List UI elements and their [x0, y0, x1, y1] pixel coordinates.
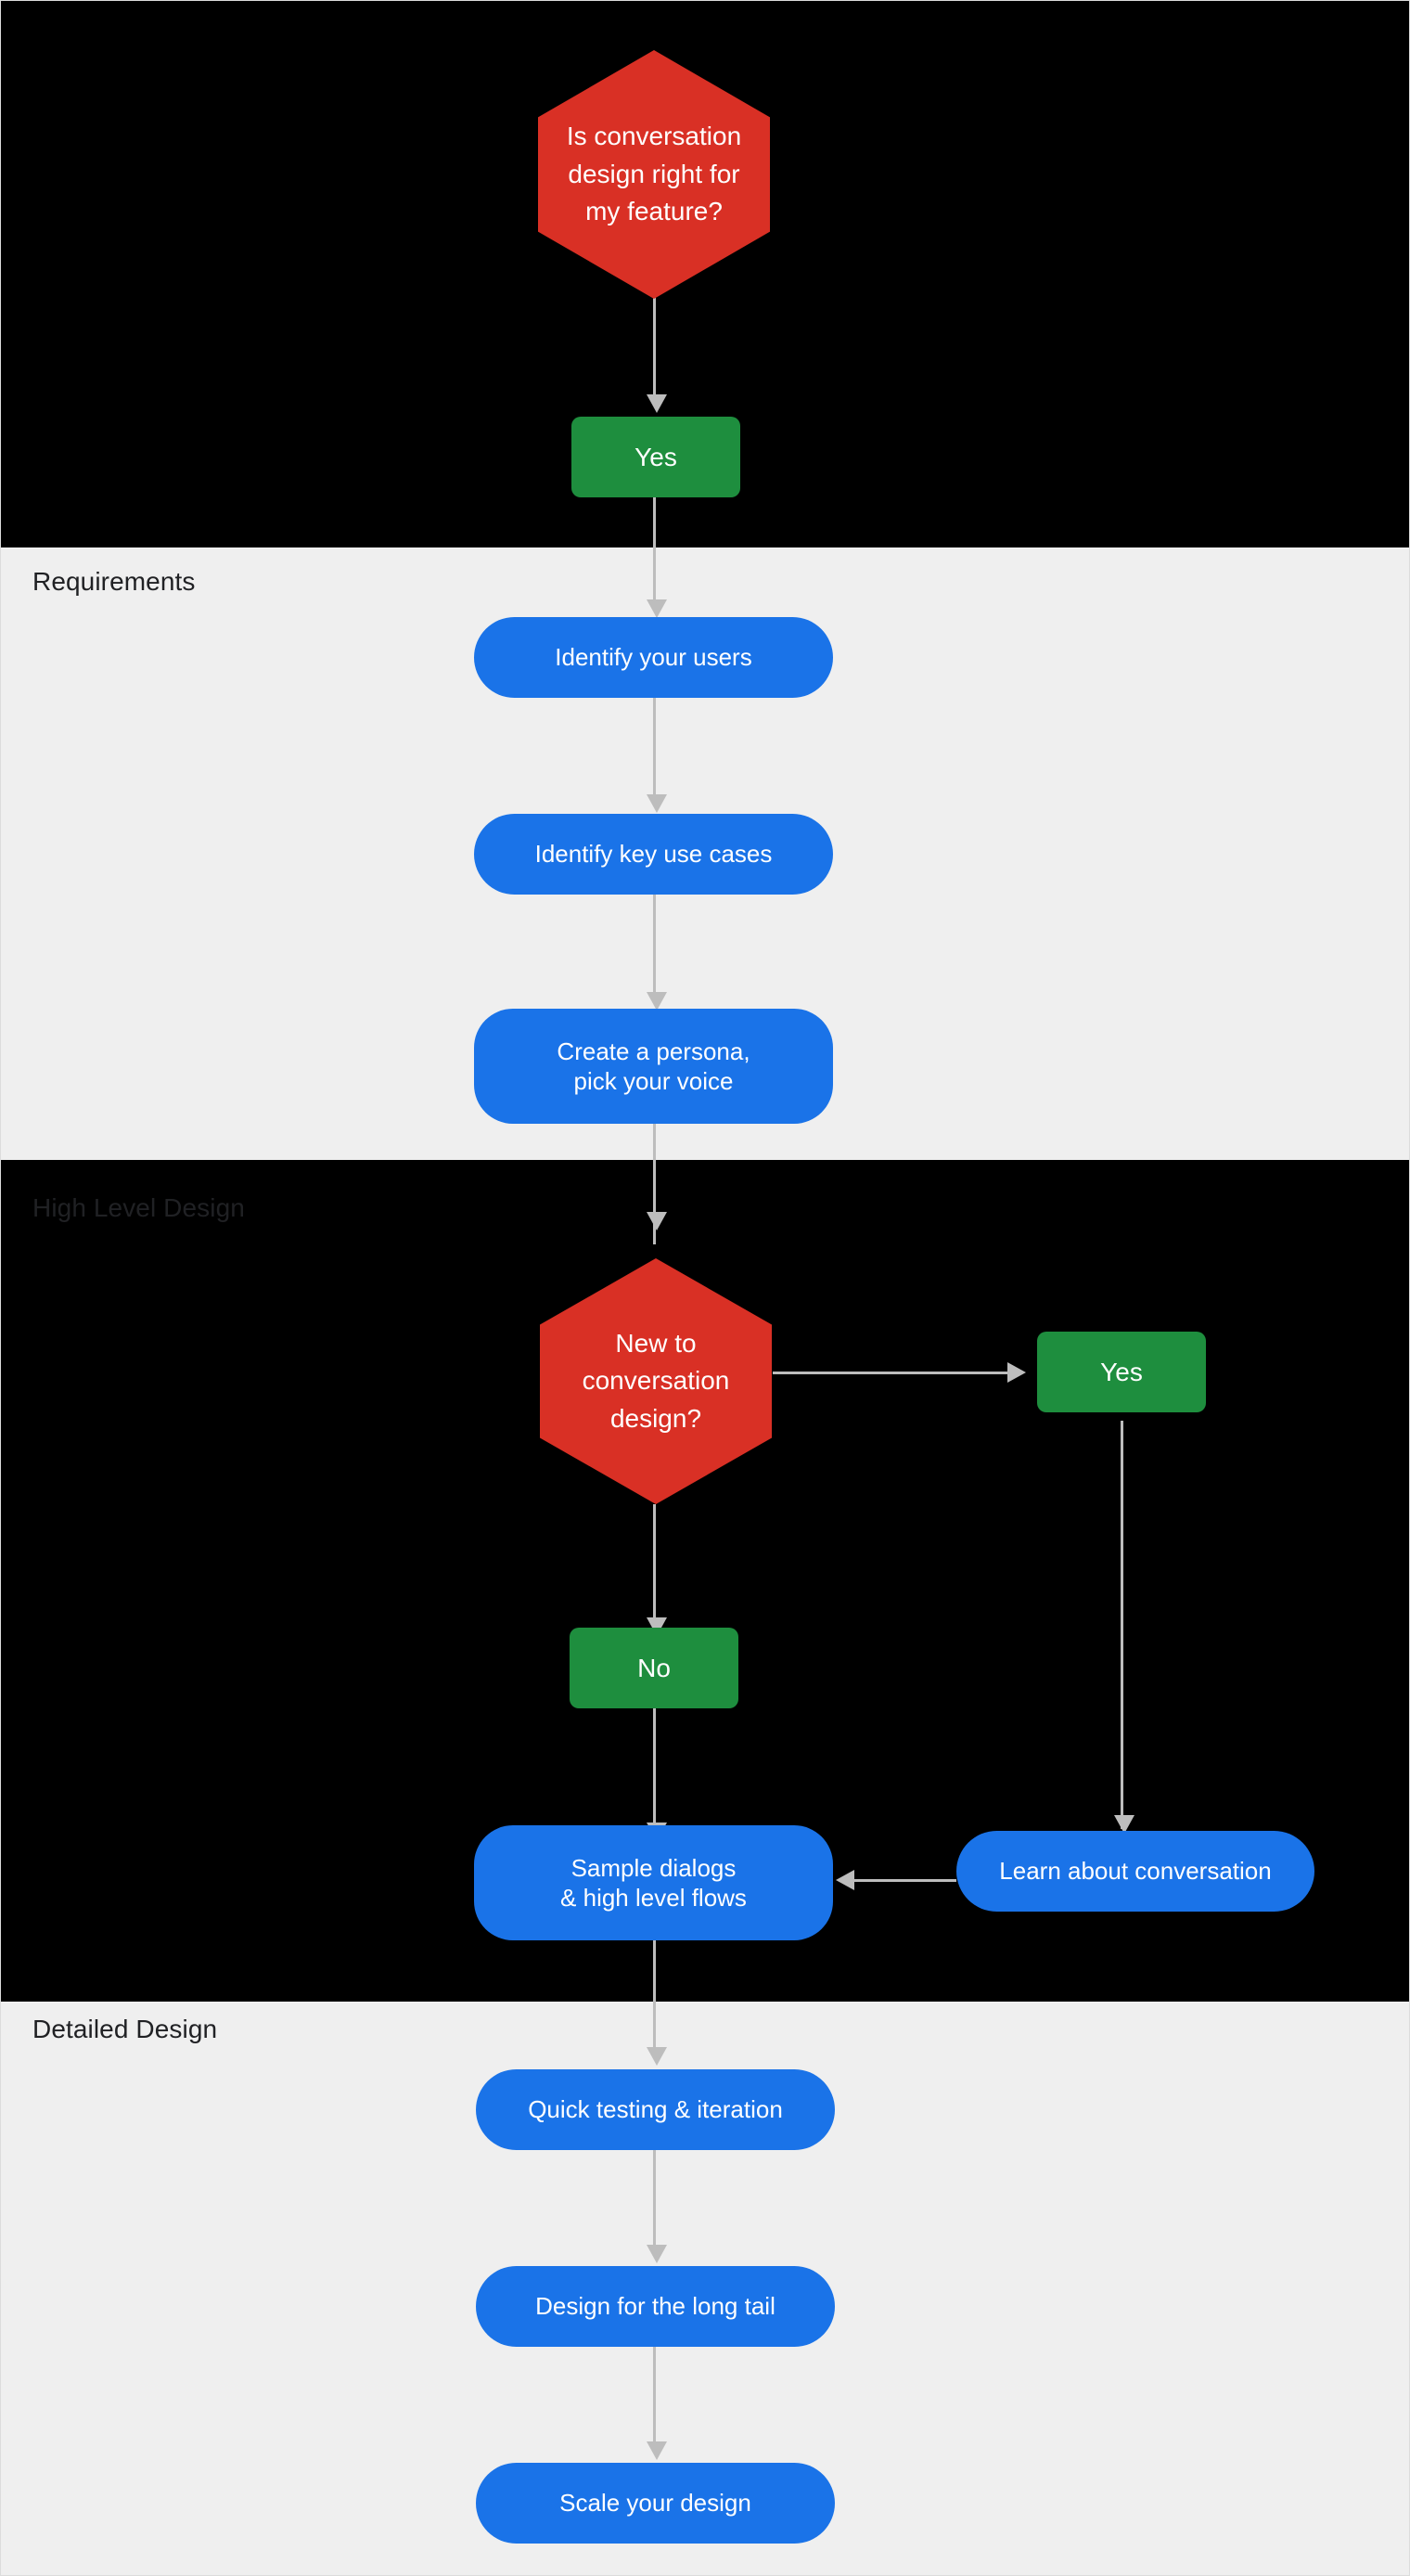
section-label-requirements: Requirements	[32, 567, 196, 596]
step-line-1: Create a persona,	[557, 1037, 750, 1065]
step-node-learn-about-conversation[interactable]: Learn about conversation	[956, 1831, 1314, 1912]
answer-node-yes-right-label: Yes	[1100, 1358, 1143, 1386]
connector-long-tail-to-scale-design	[653, 2347, 656, 2449]
arrowhead-persona-to-new	[647, 1212, 667, 1230]
decision-node-text: Is conversation design right for my feat…	[543, 118, 765, 231]
section-label-high-level-design: High Level Design	[32, 1193, 245, 1222]
answer-node-no-label: No	[637, 1654, 671, 1682]
connector-learn-to-sample-dialogs	[854, 1879, 956, 1882]
connector-users-to-use-cases	[653, 698, 656, 800]
arrowhead-users-to-use-cases	[647, 794, 667, 813]
sample-dialogs-line-2: & high level flows	[560, 1884, 747, 1912]
decision-new-line-1: New to	[615, 1328, 697, 1358]
answer-node-yes-top-label: Yes	[634, 443, 677, 471]
step-node-design-for-the-long-tail[interactable]: Design for the long tail	[476, 2266, 835, 2347]
arrowhead-yes-right-to-learn	[1114, 1815, 1134, 1834]
step-node-sample-dialogs-text: Sample dialogs & high level flows	[560, 1853, 747, 1913]
step-node-scale-your-design-label: Scale your design	[559, 2489, 751, 2518]
step-node-quick-testing-iteration-label: Quick testing & iteration	[528, 2095, 783, 2124]
step-node-identify-key-use-cases[interactable]: Identify key use cases	[474, 814, 833, 895]
connector-quick-testing-to-long-tail	[653, 2150, 656, 2252]
connector-sample-dialogs-to-quick-testing	[653, 1940, 656, 2056]
step-node-learn-about-conversation-label: Learn about conversation	[999, 1857, 1272, 1886]
step-node-create-persona-text: Create a persona, pick your voice	[557, 1037, 750, 1097]
connector-new-to-no	[653, 1504, 656, 1625]
connector-persona-to-new	[653, 1124, 656, 1244]
answer-node-yes-top[interactable]: Yes	[571, 417, 740, 497]
step-line-2: pick your voice	[573, 1067, 734, 1095]
decision-new-line-2: conversation	[582, 1366, 730, 1396]
answer-node-yes-right[interactable]: Yes	[1037, 1332, 1206, 1412]
decision-node-new-text: New to conversation design?	[558, 1325, 754, 1438]
step-node-scale-your-design[interactable]: Scale your design	[476, 2463, 835, 2544]
step-node-quick-testing-iteration[interactable]: Quick testing & iteration	[476, 2069, 835, 2150]
step-node-create-persona-pick-voice[interactable]: Create a persona, pick your voice	[474, 1009, 833, 1124]
answer-node-no[interactable]: No	[570, 1628, 738, 1708]
step-node-design-for-the-long-tail-label: Design for the long tail	[535, 2292, 776, 2321]
connector-fit-to-yes	[653, 298, 656, 400]
connector-use-cases-to-persona	[653, 895, 656, 998]
sample-dialogs-line-1: Sample dialogs	[570, 1853, 737, 1882]
arrowhead-quick-testing-to-long-tail	[647, 2245, 667, 2263]
arrowhead-fit-to-yes	[647, 394, 667, 413]
decision-line-1: Is conversation	[566, 122, 742, 151]
arrowhead-yes-to-identify-users	[647, 599, 667, 618]
arrowhead-long-tail-to-scale-design	[647, 2441, 667, 2460]
decision-new-line-3: design?	[609, 1403, 702, 1433]
decision-line-3: my feature?	[585, 197, 723, 226]
step-node-sample-dialogs-high-level-flows[interactable]: Sample dialogs & high level flows	[474, 1825, 833, 1940]
step-node-identify-your-users-label: Identify your users	[555, 643, 752, 672]
decision-line-2: design right for	[568, 159, 740, 188]
arrowhead-use-cases-to-persona	[647, 992, 667, 1011]
connector-yes-right-to-learn	[1121, 1421, 1123, 1829]
connector-yes-to-identify-users	[653, 497, 656, 609]
section-label-detailed-design: Detailed Design	[32, 2015, 218, 2043]
connector-new-to-yes-right	[773, 1372, 1019, 1374]
arrowhead-new-to-yes-right	[1007, 1362, 1026, 1383]
step-node-identify-your-users[interactable]: Identify your users	[474, 617, 833, 698]
step-node-identify-key-use-cases-label: Identify key use cases	[534, 840, 773, 869]
arrowhead-learn-to-sample-dialogs	[836, 1870, 854, 1890]
arrowhead-sample-dialogs-to-quick-testing	[647, 2047, 667, 2066]
connector-no-to-sample-dialogs	[653, 1708, 656, 1834]
